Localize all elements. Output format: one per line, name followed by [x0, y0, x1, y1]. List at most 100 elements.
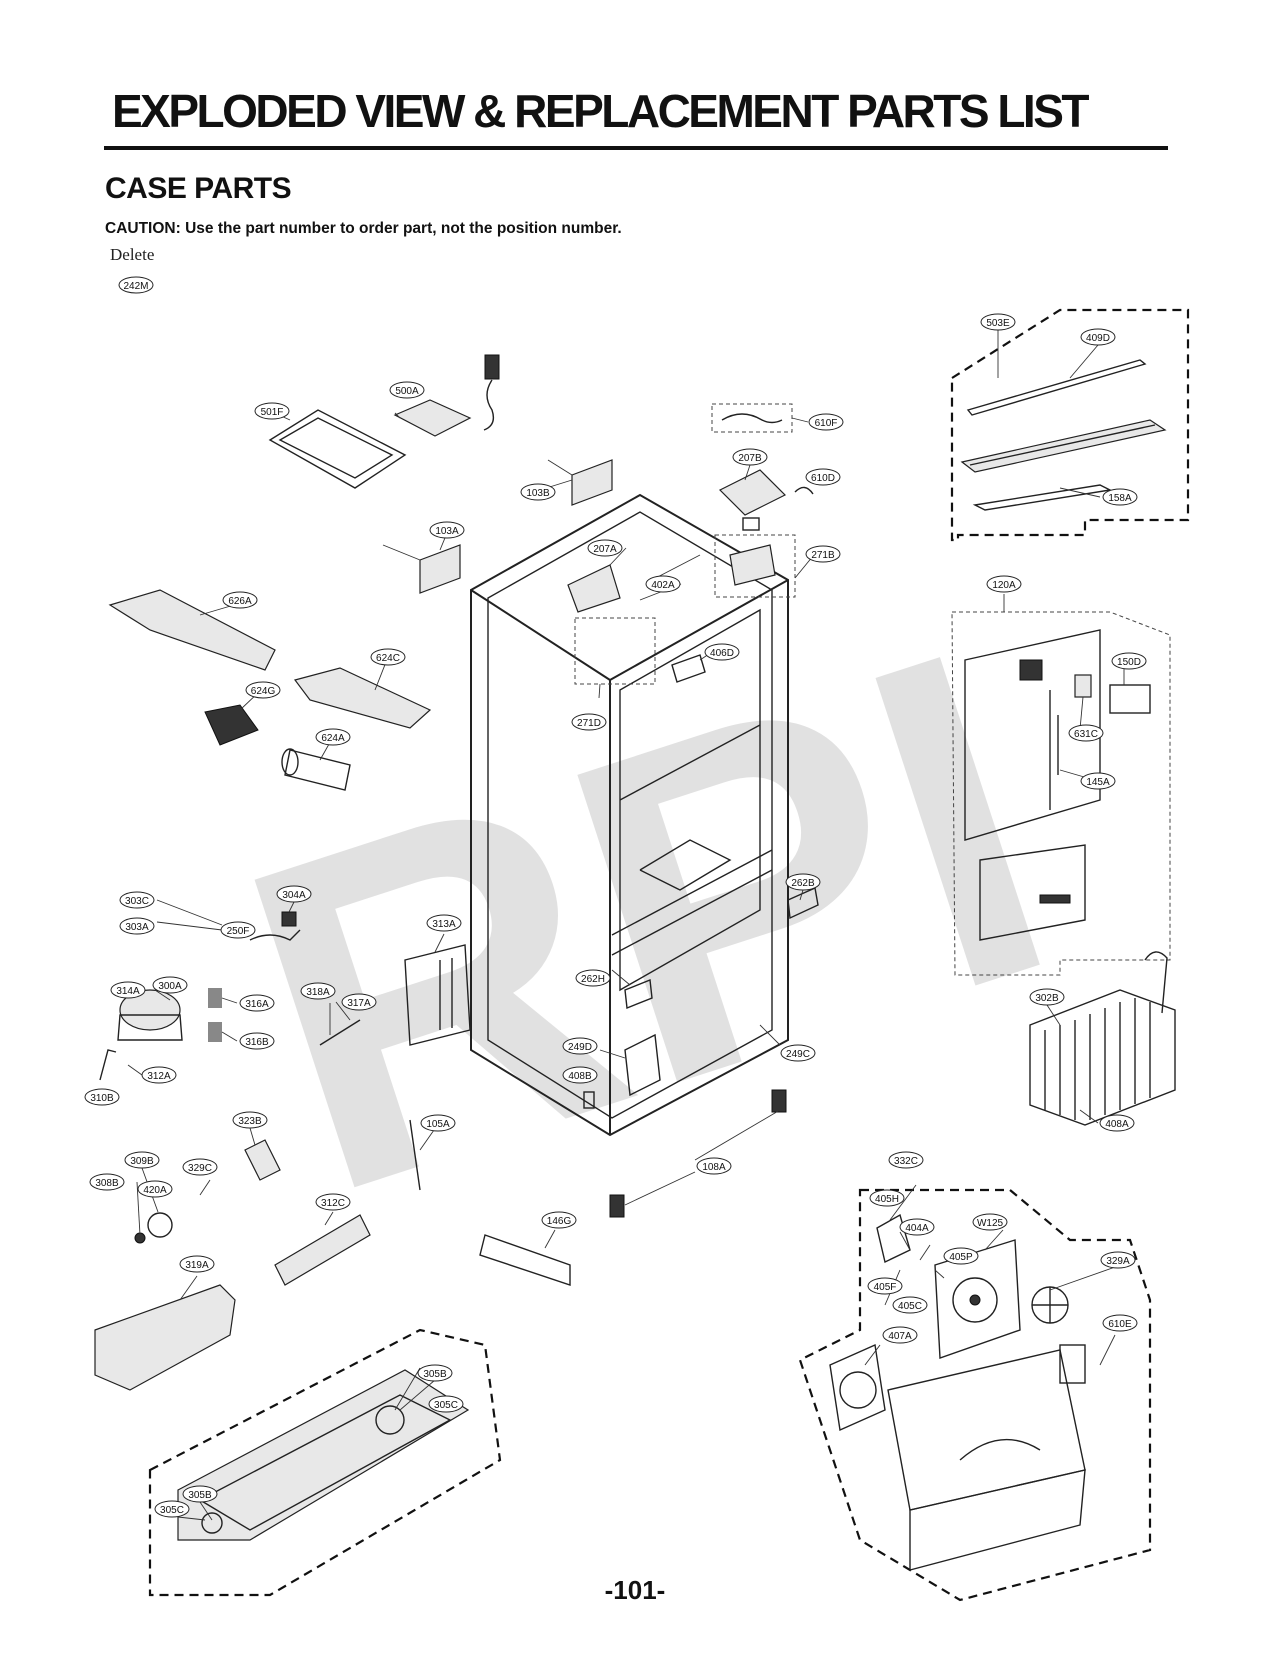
callout-626A: 626A [222, 591, 258, 609]
callout-158A: 158A [1102, 488, 1138, 506]
svg-text:304A: 304A [282, 890, 306, 901]
callout-407A: 407A [882, 1326, 918, 1344]
callout-631C: 631C [1068, 724, 1104, 742]
svg-text:303A: 303A [125, 922, 149, 933]
part-316A [208, 988, 222, 1008]
svg-text:302B: 302B [1035, 993, 1059, 1004]
svg-text:312C: 312C [321, 1198, 345, 1209]
svg-text:305C: 305C [160, 1505, 184, 1516]
svg-text:316B: 316B [245, 1037, 269, 1048]
svg-text:271B: 271B [811, 550, 835, 561]
callout-W125: W125 [972, 1213, 1008, 1231]
svg-text:316A: 316A [245, 999, 269, 1010]
part-305-base [177, 1369, 470, 1541]
part-626A [108, 589, 276, 671]
svg-text:405C: 405C [898, 1301, 922, 1312]
svg-text:624C: 624C [376, 653, 400, 664]
svg-text:158A: 158A [1108, 493, 1132, 504]
callout-249C: 249C [780, 1044, 816, 1062]
part-302B [1029, 951, 1176, 1126]
callout-408A: 408A [1099, 1114, 1135, 1132]
part-508-frame [960, 419, 1167, 473]
callout-150D: 150D [1111, 652, 1147, 670]
callout-310B: 310B [84, 1088, 120, 1106]
callout-405F: 405F [867, 1277, 903, 1295]
part-power-cord [483, 354, 500, 431]
page-number: -101- [604, 1575, 666, 1605]
callout-323B: 323B [232, 1111, 268, 1129]
callout-316B: 316B [239, 1032, 275, 1050]
part-300A [117, 989, 183, 1041]
callout-308B: 308B [89, 1173, 125, 1191]
svg-text:262H: 262H [581, 974, 605, 985]
delete-note: Delete [110, 245, 155, 264]
part-316B [208, 1022, 222, 1042]
svg-text:108A: 108A [702, 1162, 726, 1173]
callout-108A: 108A [696, 1157, 732, 1175]
svg-text:323B: 323B [238, 1116, 262, 1127]
part-207A [567, 564, 656, 685]
callout-402A: 402A [645, 575, 681, 593]
part-500A [393, 399, 472, 437]
part-407A [829, 1343, 886, 1432]
part-631C [1074, 674, 1092, 698]
svg-text:407A: 407A [888, 1331, 912, 1342]
part-150D [1109, 684, 1151, 714]
callout-404A: 404A [899, 1218, 935, 1236]
svg-text:329C: 329C [188, 1163, 212, 1174]
callout-312A: 312A [141, 1066, 177, 1084]
box-305B [148, 1328, 502, 1597]
callout-103B: 103B [520, 483, 556, 501]
part-250F-wire [249, 929, 301, 941]
callout-501F: 501F [254, 402, 290, 420]
svg-text:408A: 408A [1105, 1119, 1129, 1130]
part-146G [479, 1234, 571, 1286]
callout-145A: 145A [1080, 772, 1116, 790]
part-409D [966, 359, 1147, 416]
svg-text:405H: 405H [875, 1194, 899, 1205]
svg-text:610E: 610E [1108, 1319, 1132, 1330]
callout-249D: 249D [562, 1037, 598, 1055]
svg-text:305B: 305B [188, 1490, 212, 1501]
svg-text:408B: 408B [568, 1071, 592, 1082]
svg-text:405F: 405F [874, 1282, 897, 1293]
callout-262B: 262B [785, 873, 821, 891]
svg-text:120A: 120A [992, 580, 1016, 591]
callout-409D: 409D [1080, 328, 1116, 346]
callout-271D: 271D [571, 713, 607, 731]
callout-207A: 207A [587, 539, 623, 557]
part-108A [609, 1089, 787, 1218]
callout-303C: 303C [119, 891, 155, 909]
part-420A [134, 1212, 173, 1244]
callout-103A: 103A [429, 521, 465, 539]
part-501F [268, 409, 407, 489]
page-title: EXPLODED VIEW & REPLACEMENT PARTS LIST [112, 85, 1090, 137]
svg-text:610F: 610F [815, 418, 838, 429]
svg-text:332C: 332C [894, 1156, 918, 1167]
svg-text:501F: 501F [261, 407, 284, 418]
svg-text:262B: 262B [791, 878, 815, 889]
box-120A [951, 611, 1171, 976]
callout-146G: 146G [541, 1211, 577, 1229]
svg-text:207A: 207A [593, 544, 617, 555]
svg-text:207B: 207B [738, 453, 762, 464]
svg-text:150D: 150D [1117, 657, 1141, 668]
box-332C [798, 1188, 1152, 1602]
callout-305C-lower: 305C [154, 1500, 190, 1518]
part-408B [583, 1091, 595, 1109]
callout-317A: 317A [341, 993, 377, 1011]
callout-610F: 610F [808, 413, 844, 431]
svg-text:404A: 404A [905, 1223, 929, 1234]
part-duct-cover [887, 1344, 1086, 1571]
svg-text:313A: 313A [432, 919, 456, 930]
part-624C [293, 667, 432, 729]
part-262B [787, 886, 819, 920]
svg-text:309B: 309B [130, 1156, 154, 1167]
callout-329C: 329C [182, 1158, 218, 1176]
svg-text:409D: 409D [1086, 333, 1110, 344]
svg-text:626A: 626A [228, 596, 252, 607]
svg-text:103B: 103B [526, 488, 550, 499]
part-158A [972, 484, 1113, 511]
box-503E [950, 308, 1190, 542]
